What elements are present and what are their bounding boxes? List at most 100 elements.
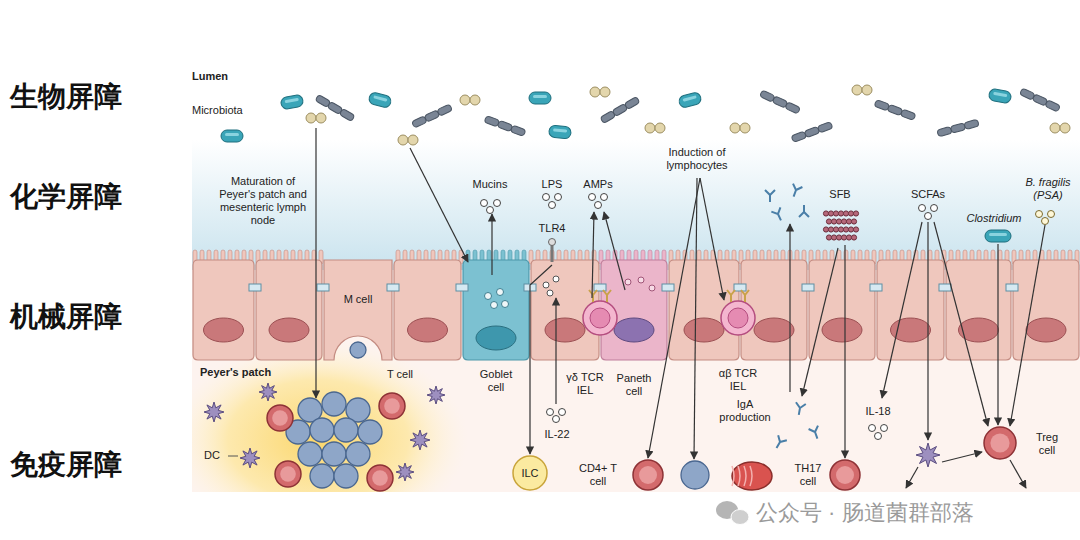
dendritic-cell: [396, 463, 414, 481]
capsule-highlight: [285, 98, 299, 103]
diplococcus: [398, 135, 408, 145]
t-cell-nucleus: [990, 433, 1009, 452]
b-cell: [322, 442, 346, 466]
epithelial-cell: [256, 260, 322, 360]
arrows: [316, 128, 1045, 488]
granule: [543, 276, 559, 296]
annotation-label: SFB: [825, 188, 855, 201]
dendritic-cell: [259, 383, 277, 401]
tight-junction: [734, 284, 746, 291]
rod-segment: [791, 131, 807, 142]
amp-dot: [589, 194, 596, 201]
tight-junction: [802, 284, 814, 291]
barrier-label: 免疫屏障: [10, 448, 122, 482]
sfb-bead: [848, 211, 853, 216]
capsule-body: [221, 130, 243, 142]
cell-label: TH17 cell: [790, 462, 826, 488]
tight-junction: [662, 284, 674, 291]
cell-node: αβ TCR IEL: [721, 301, 755, 335]
sfb-bead: [838, 211, 843, 216]
bacterium-rod: [791, 122, 833, 143]
il22-dot: [553, 416, 560, 423]
arrow: [555, 298, 556, 404]
t-cell-nucleus: [639, 466, 657, 484]
capsule-body: [280, 94, 304, 110]
il18-dot: [881, 425, 888, 432]
sfb-bead: [841, 235, 846, 240]
mucin-dot: [481, 200, 501, 214]
cell-label: Peyer's patch: [200, 366, 290, 379]
capsule-body: [529, 92, 551, 104]
scfa-dot: [919, 205, 938, 220]
sfb-bead: [823, 211, 858, 240]
tight-junction: [939, 284, 951, 291]
granule: [547, 290, 553, 296]
diplococcus: [316, 113, 326, 123]
rod-segment: [510, 125, 526, 136]
cell-label: DC: [198, 449, 226, 462]
capsule-highlight: [373, 95, 387, 102]
t-cell-nucleus: [280, 466, 296, 482]
annotation-label: B. fragilis (PSA): [1020, 176, 1076, 202]
rod-segment: [950, 123, 965, 133]
cell-node: ILC: [513, 456, 547, 490]
sfb-bead: [823, 227, 828, 232]
diplococcus: [740, 123, 750, 133]
paneth-granule: [638, 277, 644, 283]
diplococcus: [408, 135, 418, 145]
granule: [543, 282, 549, 288]
il18-dot: [869, 425, 888, 440]
barrier-label: 生物屏障: [10, 80, 122, 114]
diplococcus: [460, 95, 470, 105]
arrow: [491, 214, 492, 275]
dendritic-cell: [410, 430, 430, 450]
cell-label: T cell: [378, 368, 422, 381]
b-cell: [310, 418, 334, 442]
leader-line: [228, 456, 238, 457]
bacterium-capsule: [988, 88, 1012, 104]
annotation-label: Mucins: [465, 178, 515, 191]
mucin-granule: [491, 302, 498, 309]
arrow: [530, 265, 552, 454]
iga-antibody: [809, 426, 823, 441]
b-cell: [681, 461, 709, 489]
sfb-bead: [843, 211, 848, 216]
dendritic-cell: [204, 402, 224, 422]
barrier-label: 化学屏障: [10, 180, 122, 214]
nucleus: [408, 318, 448, 342]
lps-dot: [543, 194, 562, 209]
arrow: [997, 244, 998, 425]
bacterium-capsule: [368, 91, 392, 108]
t-cell-body: [275, 461, 301, 487]
tight-junction: [1006, 284, 1018, 291]
epithelium: [193, 260, 1079, 360]
rod-segment: [817, 122, 833, 133]
rod-segment: [887, 104, 903, 115]
arrow: [694, 178, 697, 459]
t-cell-body: [984, 427, 1016, 459]
b-cell: [334, 418, 358, 442]
tight-junction: [387, 284, 399, 291]
bacterium-capsule: [678, 91, 702, 108]
rod-segment: [804, 126, 820, 137]
lps-dot: [549, 202, 556, 209]
cell-node: M cell: [323, 262, 393, 336]
t-cell-body: [379, 393, 405, 419]
il18-dot: [869, 425, 876, 432]
bacterium-rod: [411, 104, 452, 128]
cell-label: αβ TCR IEL: [714, 367, 762, 393]
mucus-layer: [192, 140, 1080, 270]
arrow: [844, 245, 845, 458]
iel-cell: [583, 301, 617, 335]
diplococcus: [1050, 123, 1060, 133]
psa-dot: [1036, 211, 1055, 225]
t-cell-body: [633, 460, 663, 490]
nucleus: [614, 318, 654, 342]
tight-junction: [456, 284, 468, 291]
arrow: [315, 128, 316, 398]
arrow: [700, 178, 724, 300]
arrow: [648, 178, 700, 458]
dendritic-cell: [240, 448, 260, 468]
epithelial-cell: [1013, 260, 1079, 360]
t-cell-body: [267, 405, 293, 431]
